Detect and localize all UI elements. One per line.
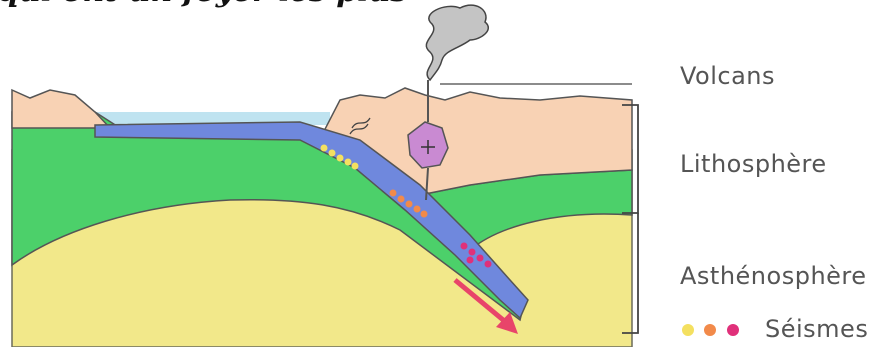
label-seismes: Séismes: [765, 315, 868, 343]
legend-dot-mid: [704, 324, 716, 336]
seisme-dot: [352, 163, 359, 170]
label-volcans: Volcans: [680, 62, 775, 90]
seisme-dot: [398, 196, 405, 203]
seisme-dot: [461, 243, 468, 250]
seisme-dot: [469, 249, 476, 256]
seisme-dot: [477, 255, 484, 262]
seisme-dot: [421, 211, 428, 218]
volcano-smoke: [426, 5, 488, 80]
seisme-dot: [337, 155, 344, 162]
seisme-dot: [467, 257, 474, 264]
label-lithosphere: Lithosphère: [680, 150, 827, 178]
legend-dot-deep: [727, 324, 739, 336]
seisme-dot: [345, 159, 352, 166]
seisme-dot: [329, 150, 336, 157]
seisme-dot: [406, 201, 413, 208]
seisme-dot: [390, 190, 397, 197]
crust-left: [12, 90, 110, 128]
label-asthenosphere: Asthénosphère: [680, 262, 867, 290]
seisme-dot: [485, 261, 492, 268]
legend-dot-shallow: [682, 324, 694, 336]
seisme-dot: [414, 206, 421, 213]
seisme-dot: [321, 145, 328, 152]
